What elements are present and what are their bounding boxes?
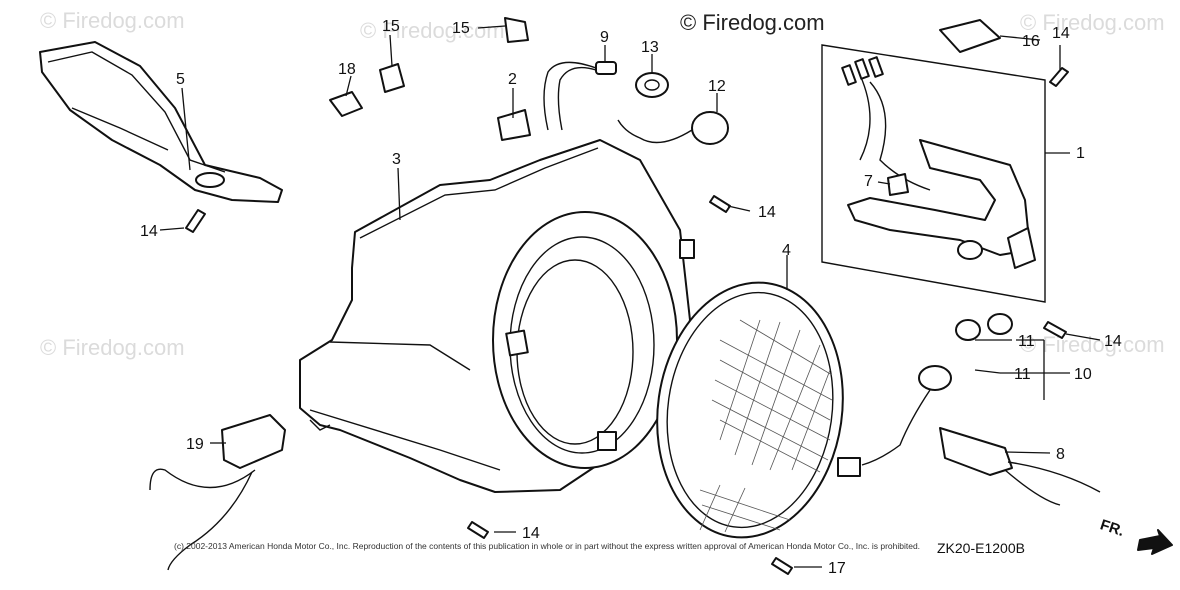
part-9-wire: [543, 61, 617, 131]
callout-18: 18: [338, 61, 356, 78]
part-8-module: [939, 427, 1101, 506]
bolt-group: [185, 67, 1069, 575]
callout-14: 14: [1104, 333, 1122, 350]
callout-15: 15: [452, 20, 470, 37]
callout-14: 14: [140, 223, 158, 240]
part-3-fan-shroud: [299, 139, 695, 493]
callout-8: 8: [1056, 446, 1065, 463]
part-19-sensor: [149, 414, 286, 571]
front-direction-arrow: FR.: [1098, 516, 1173, 555]
callout-14: 14: [522, 525, 540, 542]
part-7-clip: [887, 173, 909, 196]
part-2-clamp: [497, 109, 531, 141]
callout-14: 14: [758, 204, 776, 221]
leader-lines: [159, 25, 1101, 568]
callout-5: 5: [176, 71, 185, 88]
diagram-code: ZK20-E1200B: [937, 540, 1025, 556]
part-13-grommet: [635, 72, 669, 98]
part-1-assembly: [821, 44, 1046, 303]
part-5-cover: [39, 41, 283, 203]
watermark: © Firedog.com: [40, 335, 185, 360]
callout-15: 15: [382, 18, 400, 35]
part-15-clip-a: [379, 63, 405, 93]
callout-2: 2: [508, 71, 517, 88]
copyright-notice: (c) 2002-2013 American Honda Motor Co., …: [174, 541, 920, 551]
screen-mesh: [699, 319, 833, 533]
watermark: © Firedog.com: [1020, 10, 1165, 35]
watermark: © Firedog.com: [1020, 332, 1165, 357]
callout-4: 4: [782, 242, 791, 259]
callout-3: 3: [392, 151, 401, 168]
callout-17: 17: [828, 560, 846, 577]
watermark: © Firedog.com: [360, 18, 505, 43]
part-10-connector: [837, 313, 1013, 477]
callout-group: 5 14 3 18 15 15 2 9 13 12 14 4 16 14 1 7…: [140, 18, 1122, 577]
part-4-screen: [656, 281, 844, 539]
direction-label: FR.: [1098, 516, 1126, 540]
part-15-clip-b: [504, 17, 529, 43]
watermark-main: © Firedog.com: [680, 10, 825, 35]
part-16-clip: [939, 19, 1001, 53]
callout-12: 12: [708, 78, 726, 95]
callout-14: 14: [1052, 25, 1070, 42]
callout-19: 19: [186, 436, 204, 453]
callout-1: 1: [1076, 145, 1085, 162]
callout-9: 9: [600, 29, 609, 46]
watermark: © Firedog.com: [40, 8, 185, 33]
part-12-switch: [617, 111, 729, 145]
callout-11: 11: [1014, 366, 1031, 383]
callout-10: 10: [1074, 366, 1092, 383]
callout-11: 11: [1018, 333, 1035, 350]
callout-7: 7: [864, 173, 873, 190]
callout-16: 16: [1022, 33, 1040, 50]
callout-13: 13: [641, 39, 659, 56]
part-18-clip: [329, 91, 363, 117]
